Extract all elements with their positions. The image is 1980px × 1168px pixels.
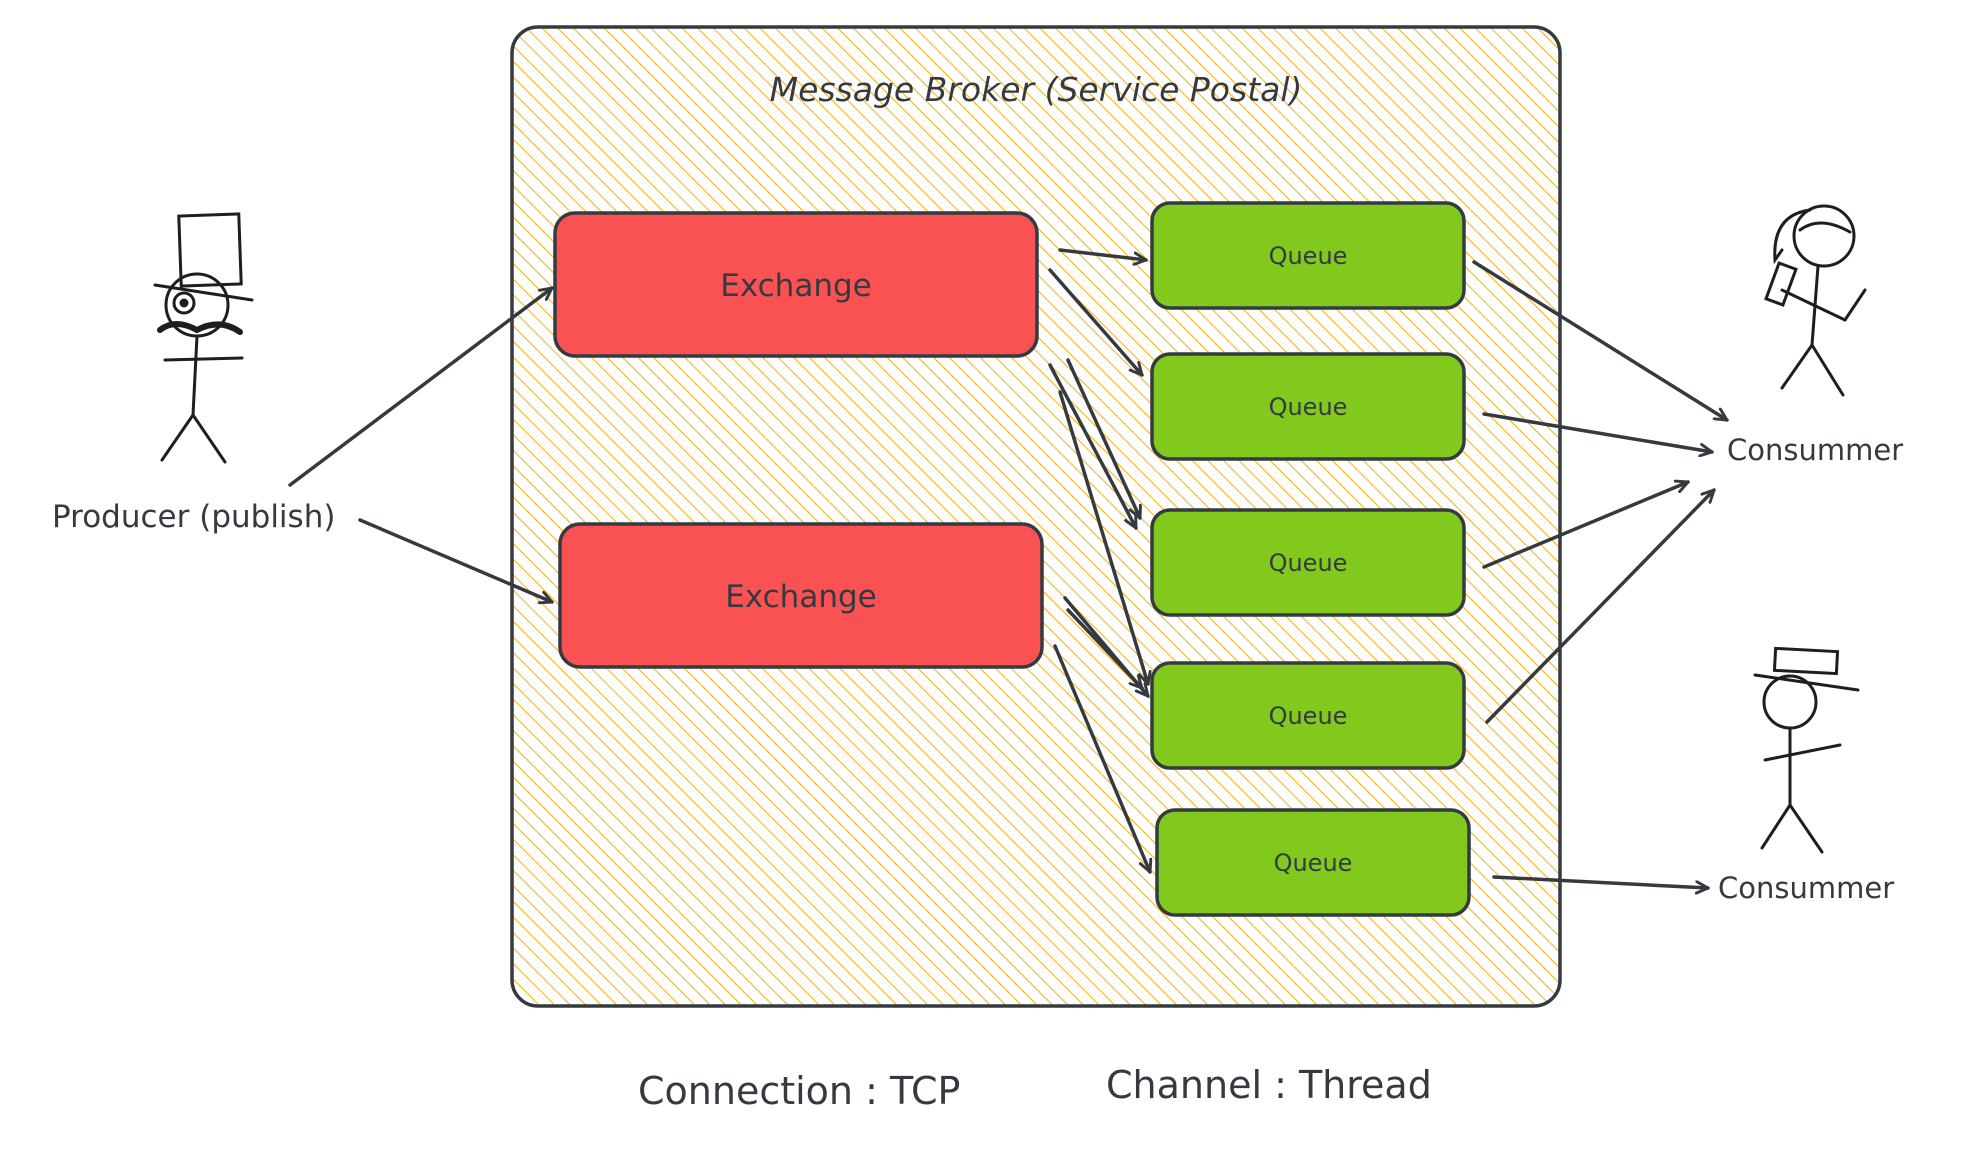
arrow-producer-to-exchange-1 bbox=[288, 286, 554, 487]
arrow-exchange1-to-queue3-b bbox=[1066, 358, 1140, 520]
arrow-queue3-to-consumer1 bbox=[1482, 482, 1690, 569]
queue-label: Queue bbox=[1269, 393, 1348, 421]
top-hat-icon bbox=[177, 212, 243, 288]
legend-channel: Channel : Thread bbox=[1106, 1063, 1432, 1107]
queue-box-3: Queue bbox=[1150, 508, 1466, 617]
head-icon bbox=[1762, 674, 1818, 730]
queue-box-1: Queue bbox=[1150, 201, 1466, 310]
consumer-figure-1 bbox=[1764, 204, 1867, 397]
monocle-icon bbox=[172, 291, 196, 315]
queue-label: Queue bbox=[1269, 242, 1348, 270]
queue-box-2: Queue bbox=[1150, 352, 1466, 461]
queue-label: Queue bbox=[1274, 849, 1353, 877]
arrow-queue1-to-consumer1 bbox=[1472, 260, 1729, 422]
ponytail-icon bbox=[1773, 208, 1812, 265]
legend-connection: Connection : TCP bbox=[638, 1069, 960, 1113]
producer-figure bbox=[153, 212, 254, 464]
arrow-queue4-to-consumer1 bbox=[1485, 488, 1716, 724]
phone-icon bbox=[1764, 261, 1798, 307]
exchange-label: Exchange bbox=[720, 268, 871, 304]
consumer-label-1: Consummer bbox=[1727, 433, 1903, 467]
broker-title: Message Broker (Service Postal) bbox=[770, 70, 1303, 109]
arrow-exchange1-to-queue3 bbox=[1048, 363, 1138, 530]
arrow-producer-to-exchange-2 bbox=[358, 518, 554, 602]
exchange-box-1: Exchange bbox=[553, 211, 1039, 358]
consumer-figure-2 bbox=[1753, 646, 1860, 854]
queue-box-4: Queue bbox=[1150, 661, 1466, 770]
arrow-queue2-to-consumer1 bbox=[1482, 412, 1714, 452]
arrow-exchange1-to-queue2 bbox=[1048, 268, 1144, 377]
arrow-exchange1-to-queue4 bbox=[1058, 390, 1148, 686]
queue-label: Queue bbox=[1269, 549, 1348, 577]
queue-box-5: Queue bbox=[1155, 808, 1471, 917]
arrow-exchange1-to-queue1 bbox=[1058, 248, 1148, 260]
producer-label: Producer (publish) bbox=[52, 499, 335, 535]
arrow-exchange2-to-queue4-b bbox=[1066, 608, 1144, 690]
hat-icon bbox=[1772, 646, 1840, 676]
exchange-box-2: Exchange bbox=[558, 522, 1044, 669]
arrow-exchange2-to-queue5 bbox=[1053, 644, 1150, 874]
arrow-queue5-to-consumer2 bbox=[1492, 875, 1710, 888]
exchange-label: Exchange bbox=[725, 579, 876, 615]
queue-label: Queue bbox=[1269, 702, 1348, 730]
mustache-icon bbox=[157, 321, 243, 335]
arrows bbox=[288, 248, 1729, 888]
consumer-label-2: Consummer bbox=[1718, 871, 1894, 905]
head-icon bbox=[1792, 204, 1856, 268]
